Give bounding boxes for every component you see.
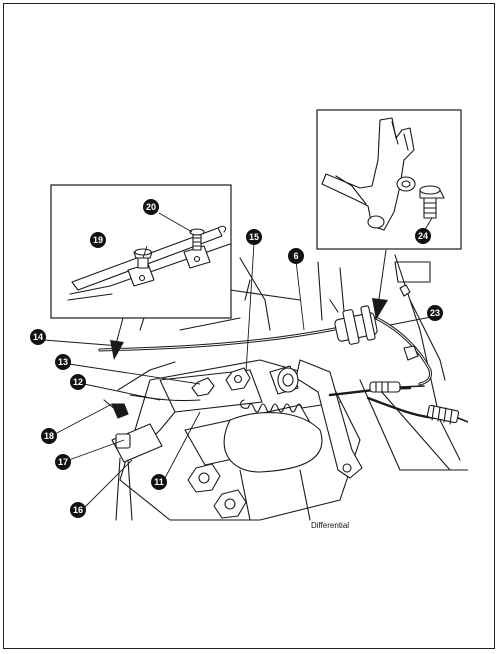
- inset-right: [316, 109, 462, 250]
- svg-text:19: 19: [93, 235, 103, 245]
- inset-left-pointer-arrow: [110, 340, 124, 360]
- inset-bolt-19: [133, 248, 153, 269]
- svg-text:23: 23: [430, 308, 440, 318]
- inset-right-pointer-arrow: [372, 298, 388, 320]
- housing-bolt-1: [187, 463, 221, 493]
- inset-left: [50, 184, 232, 319]
- svg-text:6: 6: [293, 251, 298, 261]
- cable-fitting: [334, 305, 432, 386]
- leader-lines: [43, 212, 433, 509]
- bracket-nut: [225, 367, 251, 391]
- svg-text:13: 13: [58, 357, 68, 367]
- callout-19: 19: [90, 232, 106, 248]
- callout-18: 18: [41, 428, 57, 444]
- inset-bolt-20: [189, 228, 205, 251]
- svg-text:17: 17: [58, 457, 68, 467]
- svg-text:20: 20: [146, 202, 156, 212]
- page-border: [3, 3, 495, 649]
- svg-text:15: 15: [249, 232, 259, 242]
- callout-12: 12: [70, 374, 86, 390]
- inset-right-pointer-line: [377, 249, 387, 307]
- callout-24: 24: [415, 228, 431, 244]
- inset-bolt-24: [419, 185, 445, 219]
- callout-20: 20: [143, 199, 159, 215]
- figure-caption: Differential: [310, 521, 350, 530]
- svg-text:12: 12: [73, 377, 83, 387]
- callout-6: 6: [288, 248, 304, 264]
- callout-16: 16: [70, 502, 86, 518]
- svg-text:24: 24: [418, 231, 428, 241]
- main-assembly-drawing: [98, 254, 468, 521]
- callout-23: 23: [427, 305, 443, 321]
- callout-14: 14: [30, 329, 46, 345]
- callout-15: 15: [246, 229, 262, 245]
- svg-text:11: 11: [154, 477, 164, 487]
- svg-text:14: 14: [33, 332, 43, 342]
- svg-text:16: 16: [73, 505, 83, 515]
- callout-17: 17: [55, 454, 71, 470]
- housing-bolt-2: [213, 489, 247, 519]
- threaded-cable-end: [426, 404, 468, 425]
- inset-left-pointer-line: [115, 317, 124, 345]
- clevis-assembly: [103, 399, 163, 521]
- svg-text:18: 18: [44, 431, 54, 441]
- callout-11: 11: [151, 474, 167, 490]
- callout-13: 13: [55, 354, 71, 370]
